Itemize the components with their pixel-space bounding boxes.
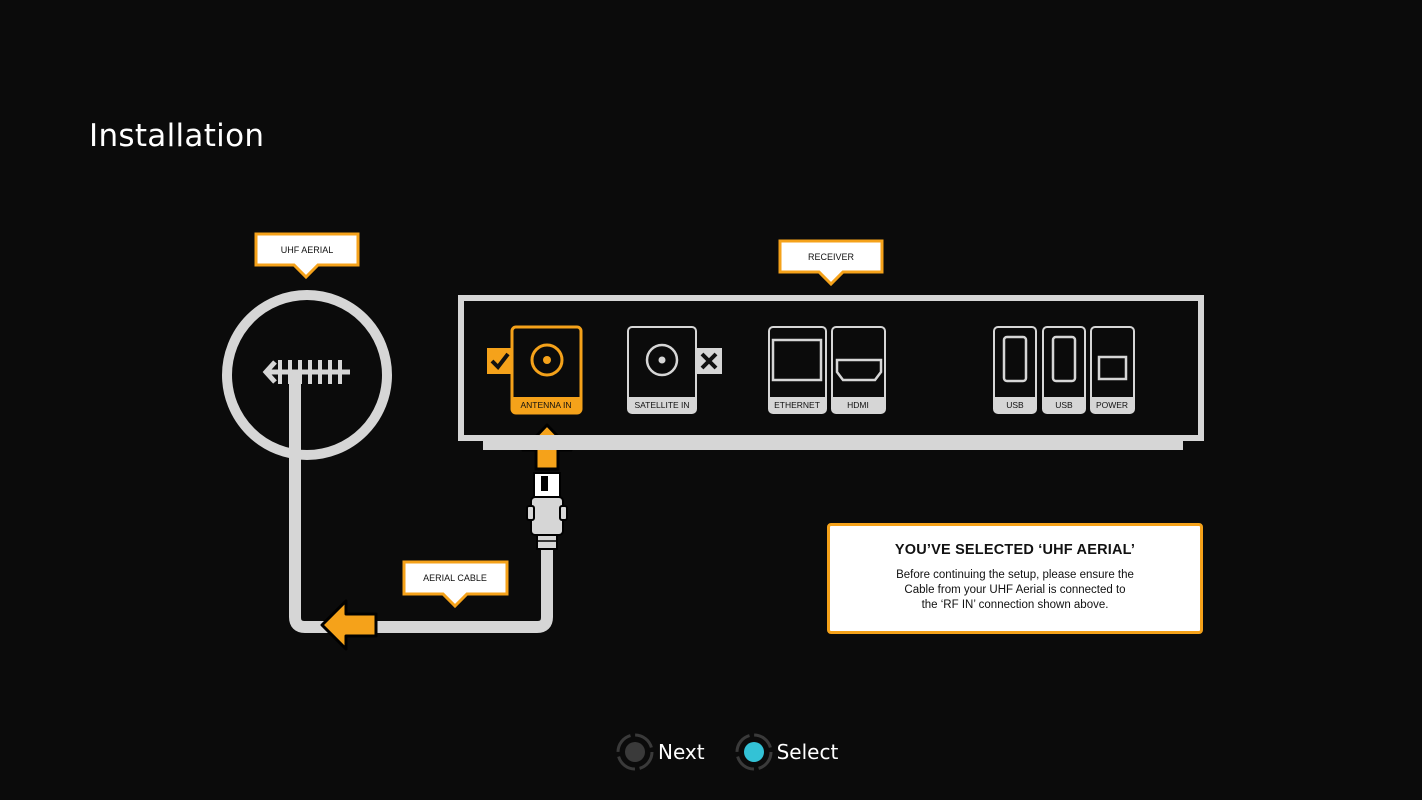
usb-port-1: USB <box>993 326 1037 414</box>
next-button-icon <box>616 733 654 771</box>
power-port: POWER <box>1090 326 1135 414</box>
coax-plug-icon <box>526 472 568 550</box>
next-label: Next <box>658 740 705 764</box>
aerial-cable-callout: AERIAL CABLE <box>402 560 509 609</box>
button-hints: Next Select <box>616 733 868 771</box>
check-icon <box>487 348 513 374</box>
selection-info-panel: YOU’VE SELECTED ‘UHF AERIAL’ Before cont… <box>827 523 1203 634</box>
receiver-label: RECEIVER <box>808 252 855 262</box>
hdmi-port: HDMI <box>831 326 886 414</box>
select-button[interactable]: Select <box>735 733 839 771</box>
select-button-icon <box>735 733 773 771</box>
usb-1-label: USB <box>1006 400 1024 410</box>
antenna-in-port: ANTENNA IN <box>510 325 583 415</box>
receiver-callout: RECEIVER <box>778 239 884 287</box>
uhf-aerial-label: UHF AERIAL <box>281 245 334 255</box>
select-label: Select <box>776 740 839 764</box>
hdmi-label: HDMI <box>847 400 869 410</box>
arrow-left-icon <box>320 599 378 651</box>
receiver-box <box>458 295 1204 450</box>
power-label: POWER <box>1096 400 1128 410</box>
uhf-aerial-callout: UHF AERIAL <box>254 232 360 280</box>
cross-icon <box>696 348 722 374</box>
next-button[interactable]: Next <box>616 733 705 771</box>
aerial-cable-label: AERIAL CABLE <box>423 573 487 583</box>
ethernet-label: ETHERNET <box>774 400 820 410</box>
info-line-3: the ‘RF IN’ connection shown above. <box>921 599 1109 611</box>
satellite-in-port: SATELLITE IN <box>627 326 697 414</box>
usb-2-label: USB <box>1055 400 1073 410</box>
aerial-icon <box>222 290 392 460</box>
satellite-in-label: SATELLITE IN <box>634 400 689 410</box>
info-line-2: Cable from your UHF Aerial is connected … <box>904 584 1126 596</box>
ethernet-port: ETHERNET <box>768 326 827 414</box>
page-title: Installation <box>89 118 265 154</box>
info-line-1: Before continuing the setup, please ensu… <box>896 569 1134 581</box>
info-title: YOU’VE SELECTED ‘UHF AERIAL’ <box>894 542 1136 558</box>
antenna-in-label: ANTENNA IN <box>520 400 571 410</box>
aerial-cable <box>289 372 553 633</box>
usb-port-2: USB <box>1042 326 1086 414</box>
